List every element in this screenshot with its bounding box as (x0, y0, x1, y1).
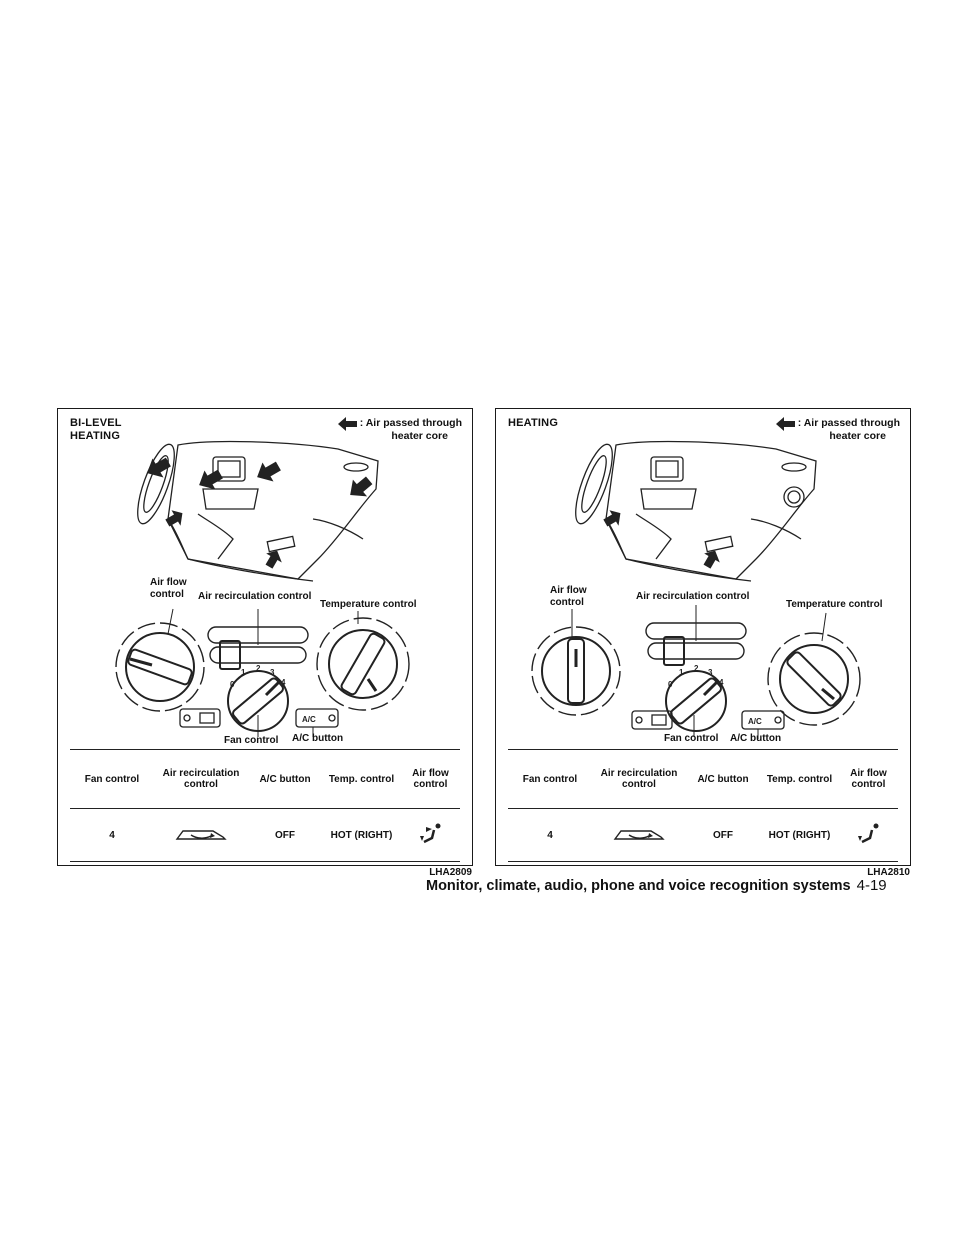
mode-title-line1: HEATING (508, 417, 559, 429)
fan-number: 1 (679, 668, 684, 677)
bi-level-airflow-icon (419, 823, 440, 843)
airflow-value (839, 808, 898, 862)
fan-number: 3 (708, 668, 713, 677)
airflow-value (401, 808, 460, 862)
ac-value: OFF (248, 808, 322, 862)
fan-number: 0 (668, 680, 673, 689)
label-temperature: Temperature control (320, 599, 417, 610)
legend-text: : Air passed through (359, 417, 462, 429)
legend-text-2: heater core (391, 430, 448, 442)
recirc-value (154, 808, 248, 862)
mode-title-line1: BI-LEVEL (70, 417, 122, 429)
fan-number: 2 (256, 664, 261, 673)
label-ac: A/C button (730, 733, 782, 744)
heater-arrow-icon (337, 417, 357, 431)
label-ac: A/C button (292, 733, 344, 744)
recirc-value (592, 808, 686, 862)
figure-bi-level-heating: BI-LEVEL HEATING : Air passed through he… (57, 408, 473, 878)
fan-number: 0 (230, 680, 235, 689)
col-header: Temp. control (760, 749, 839, 809)
legend: : Air passed through heater core (775, 417, 900, 443)
legend-text: : Air passed through (797, 417, 900, 429)
col-header: A/C button (248, 749, 322, 809)
figure-code: LHA2810 (867, 867, 910, 878)
label-temperature: Temperature control (786, 599, 883, 610)
legend-text-2: heater core (829, 430, 886, 442)
col-header: Fan control (70, 749, 154, 809)
fan-number: 3 (270, 668, 275, 677)
figure-heating: HEATING : Air passed through heater core (495, 408, 911, 878)
mode-title-line2: HEATING (70, 430, 121, 442)
col-header: Air flow control (839, 749, 898, 809)
mode-title: HEATING (508, 417, 558, 430)
heater-arrow-icon (775, 417, 795, 431)
col-header: Air recirculation control (592, 749, 686, 809)
figure-code: LHA2809 (429, 867, 472, 878)
car-recirculation-icon (175, 829, 227, 840)
col-header: Fan control (508, 749, 592, 809)
page-number: 4-19 (856, 877, 887, 894)
legend: : Air passed through heater core (337, 417, 462, 443)
label-fan: Fan control (224, 735, 279, 746)
ac-value: OFF (686, 808, 760, 862)
ac-button-text: A/C (302, 715, 316, 724)
fan-value: 4 (70, 808, 154, 862)
fan-number: 1 (241, 668, 246, 677)
fan-number: 4 (719, 678, 724, 687)
col-header: Temp. control (322, 749, 401, 809)
label-air-recirc: Air recirculation control (636, 591, 750, 602)
settings-table: Fan control Air recirculation control A/… (70, 749, 460, 862)
ac-button-text: A/C (748, 717, 762, 726)
footer-section-title: Monitor, climate, audio, phone and voice… (426, 878, 851, 894)
temp-value: HOT (RIGHT) (760, 808, 839, 862)
col-header: A/C button (686, 749, 760, 809)
dashboard-illustration: A/C 0 1 2 3 4 (115, 440, 410, 737)
settings-table: Fan control Air recirculation control A/… (508, 749, 898, 862)
label-fan: Fan control (664, 733, 719, 744)
col-header: Air recirculation control (154, 749, 248, 809)
temp-value: HOT (RIGHT) (322, 808, 401, 862)
dashboard-illustration: A/C 0 1 2 3 4 (531, 440, 861, 739)
car-recirculation-icon (613, 829, 665, 840)
fan-value: 4 (508, 808, 592, 862)
fan-number: 4 (281, 678, 286, 687)
col-header: Air flow control (401, 749, 460, 809)
label-air-recirc: Air recirculation control (198, 591, 312, 602)
fan-number: 2 (694, 664, 699, 673)
floor-airflow-icon (857, 823, 878, 843)
page-footer: Monitor, climate, audio, phone and voice… (426, 877, 887, 894)
mode-title: BI-LEVEL HEATING (70, 417, 122, 443)
